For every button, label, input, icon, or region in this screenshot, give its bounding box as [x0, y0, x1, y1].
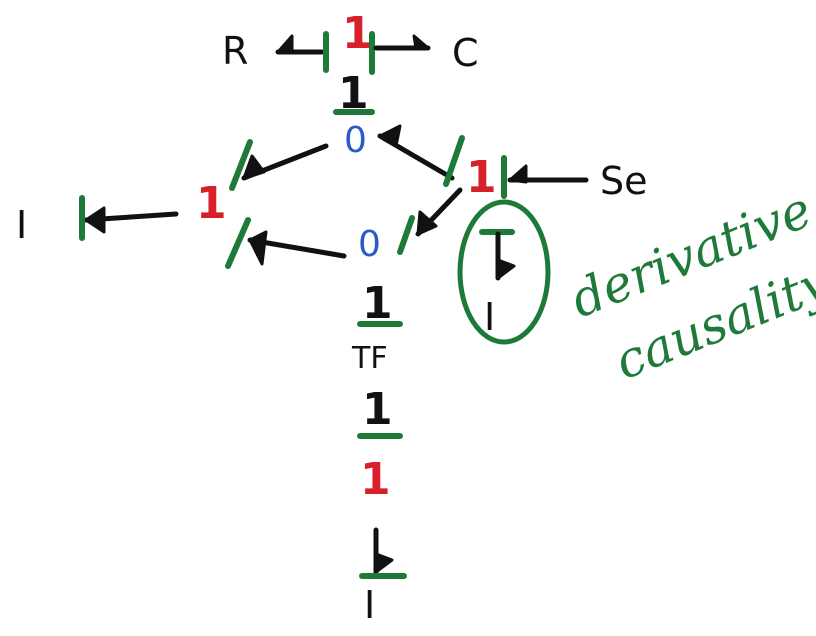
causal-stroke-zero-bottom-right	[397, 215, 415, 255]
bond-one-top-to-r	[275, 34, 325, 55]
element-c: C	[452, 31, 479, 75]
causal-stroke-right-upper	[443, 135, 465, 187]
junction-zero-bottom: 0	[358, 224, 381, 265]
bond-zero-top-to-one-left	[241, 143, 329, 181]
derivative-causality-circle	[457, 199, 551, 345]
annotation-derivative-causality: derivative causality	[563, 180, 816, 391]
element-i-right: I	[484, 295, 495, 339]
bond-one-bottom-to-i	[373, 527, 394, 575]
bond-one-right-to-zero-top	[377, 124, 455, 181]
element-r: R	[222, 29, 248, 73]
bond-se-to-one-right	[507, 164, 589, 184]
element-i-left: I	[16, 203, 27, 247]
bond-one-right-to-i-right	[479, 229, 516, 281]
bond-zero-bottom-to-one-left	[247, 230, 347, 266]
junction-one-bottom: 1	[360, 454, 391, 505]
junction-one-top: 1	[342, 8, 373, 59]
bond-one-left-to-i	[83, 206, 179, 234]
junction-one-right: 1	[466, 152, 497, 203]
junction-one-left: 1	[196, 178, 227, 229]
element-i-bottom: I	[364, 583, 375, 627]
junction-zero-top: 0	[344, 120, 367, 161]
causal-stroke-left-lower	[225, 217, 251, 269]
causal-stroke-left-upper	[229, 139, 253, 191]
element-se: Se	[600, 159, 648, 203]
element-tf: TF	[351, 341, 388, 376]
bond-label-one-lower: 1	[362, 384, 393, 435]
bond-one-right-to-zero-bottom	[415, 187, 463, 237]
bond-one-top-to-c	[373, 34, 431, 51]
bond-label-one-mid: 1	[362, 278, 393, 329]
